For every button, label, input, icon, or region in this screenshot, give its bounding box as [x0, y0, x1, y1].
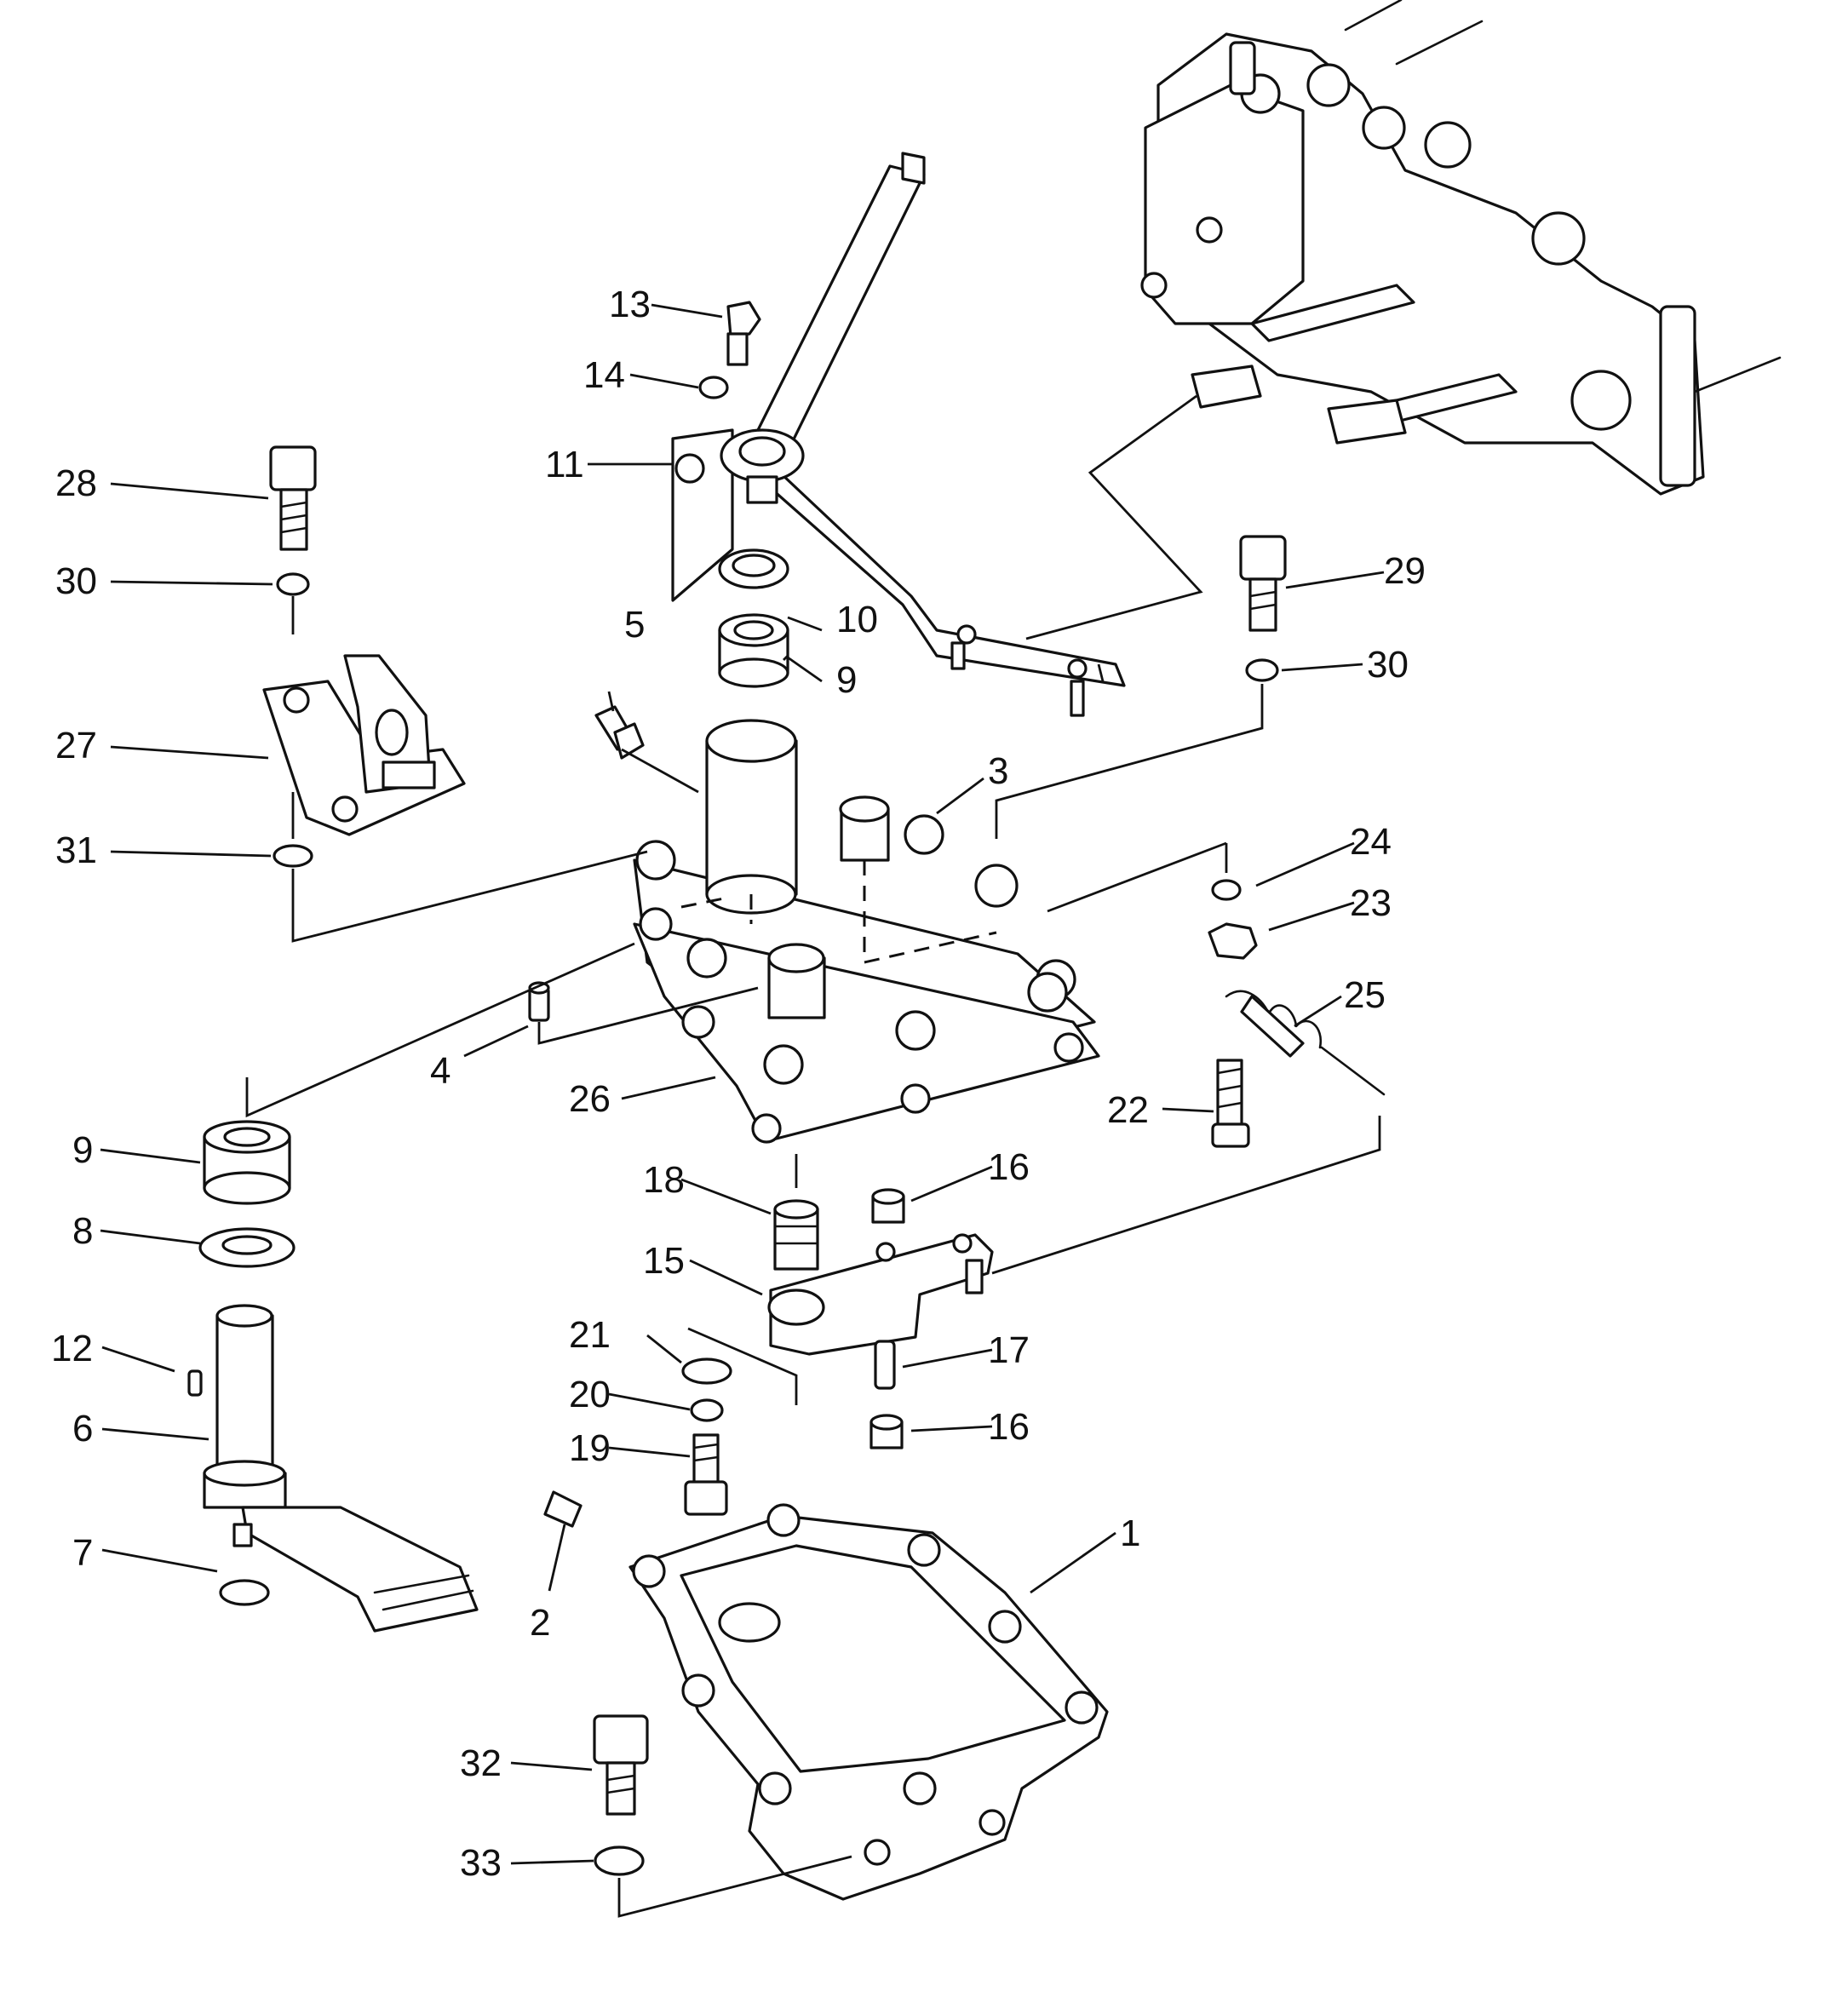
callout-3: 3: [988, 750, 1008, 792]
callout-30-left: 30: [55, 560, 97, 602]
part-30-snap-ring-left: [276, 572, 310, 596]
part-24-snap-ring: [1211, 879, 1242, 901]
part-22-bolt: [1211, 1059, 1250, 1148]
part-20-snap-ring: [690, 1398, 724, 1422]
part-30-snap-ring-right: [1245, 658, 1279, 682]
part-18-spring-seat: [773, 1199, 819, 1271]
part-31-washer: [273, 844, 313, 868]
callout-1: 1: [1120, 1512, 1140, 1554]
assembly-lines: [245, 394, 1381, 1918]
part-33-washer: [594, 1845, 645, 1876]
part-12-key: [187, 1369, 203, 1397]
part-15-arm: [767, 1233, 994, 1356]
part-16-bushing-upper: [871, 1188, 905, 1224]
part-1-case: [628, 1503, 1109, 1901]
callout-16-lower: 16: [988, 1406, 1030, 1448]
part-27-bracket: [262, 654, 466, 836]
callout-15: 15: [643, 1240, 685, 1282]
callout-leaders: [100, 303, 1385, 1865]
callout-9-lower: 9: [72, 1129, 93, 1171]
control-lever: [748, 152, 1126, 717]
part-9-bearing-upper: [718, 613, 789, 688]
callout-20: 20: [569, 1374, 611, 1415]
callout-32: 32: [460, 1742, 502, 1784]
callout-7: 7: [72, 1532, 93, 1574]
part-25-spring: [1225, 990, 1386, 1096]
part-8-washer: [198, 1227, 296, 1268]
callout-23: 23: [1350, 882, 1392, 924]
callout-28: 28: [55, 462, 97, 504]
callout-2: 2: [530, 1602, 550, 1644]
callout-31: 31: [55, 829, 97, 871]
part-10-seal: [718, 548, 789, 589]
callout-21: 21: [569, 1314, 611, 1356]
part-5-grease-fitting: [594, 705, 645, 760]
part-13-bolt: [726, 301, 761, 366]
part-23-nut: [1208, 922, 1258, 960]
callout-22: 22: [1107, 1089, 1149, 1131]
part-32-bolt: [593, 1714, 649, 1816]
callout-19: 19: [569, 1427, 611, 1469]
part-2-plug: [543, 1490, 583, 1528]
part-6-shaft-lever: [203, 1304, 479, 1633]
callout-33: 33: [460, 1842, 502, 1884]
callout-16-upper: 16: [988, 1146, 1030, 1188]
part-7-washer: [219, 1579, 270, 1606]
callout-17: 17: [988, 1329, 1030, 1371]
callout-26: 26: [569, 1078, 611, 1120]
part-28-bolt: [269, 445, 317, 551]
part-29-bolt: [1239, 535, 1287, 632]
callout-18: 18: [643, 1159, 685, 1201]
callout-24: 24: [1350, 821, 1392, 863]
part-11-clamp: [671, 428, 805, 602]
callout-5: 5: [624, 604, 645, 646]
callout-25: 25: [1344, 974, 1386, 1016]
callout-9-upper: 9: [836, 659, 857, 701]
callout-10: 10: [836, 599, 878, 640]
part-17-pin: [874, 1340, 896, 1390]
part-19-bolt: [684, 1433, 728, 1516]
callout-4: 4: [430, 1050, 451, 1092]
callout-27: 27: [55, 725, 97, 766]
valve-body-assembly: [1140, 0, 1782, 496]
callout-14: 14: [583, 354, 625, 396]
callout-numbers: 1 2 3 4 5 6 7 8 9 9 10 11 12 13 14 15 16…: [51, 284, 1426, 1884]
callout-13: 13: [609, 284, 651, 325]
part-9-bearing-lower: [203, 1120, 291, 1205]
part-4-plug: [528, 981, 550, 1022]
part-14-snap-ring: [698, 376, 729, 399]
callout-8: 8: [72, 1210, 93, 1252]
part-21-washer: [681, 1358, 732, 1385]
callout-6: 6: [72, 1408, 93, 1449]
callout-12: 12: [51, 1328, 93, 1369]
callout-11: 11: [545, 444, 584, 485]
part-16-bushing-lower: [869, 1414, 904, 1449]
callout-29: 29: [1384, 550, 1426, 592]
callout-30-right: 30: [1367, 644, 1409, 686]
part-26-gasket: [633, 907, 1100, 1144]
